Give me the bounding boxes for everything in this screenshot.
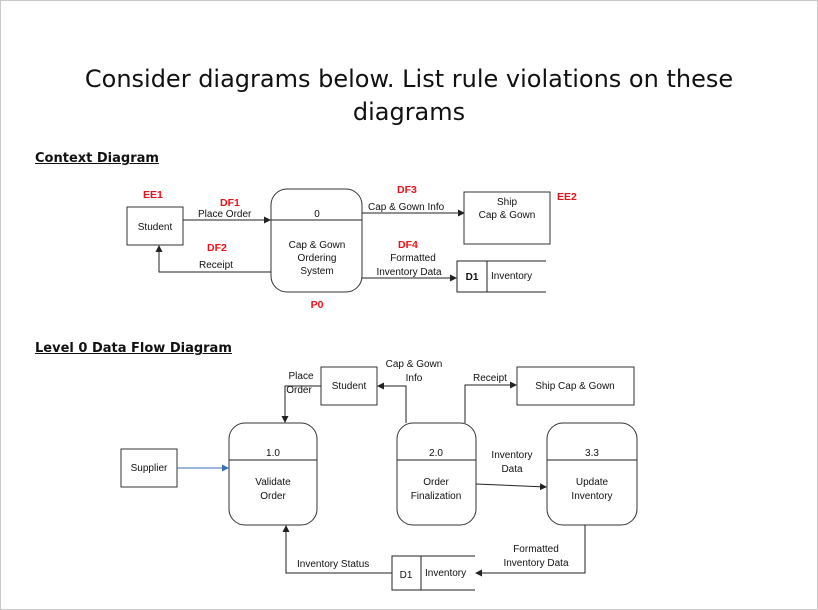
ee1-tag: EE1	[143, 189, 163, 201]
df2-tag: DF2	[207, 242, 227, 254]
context-student-label: Student	[138, 222, 173, 233]
level0-datastore-id: D1	[400, 570, 413, 581]
process-1-0-line-2: Order	[260, 491, 286, 502]
context-datastore-outline	[456, 260, 546, 293]
process-tag-p0: P0	[311, 299, 324, 311]
level0-diagram: Student Ship Cap & Gown Supplier 1.0 Val…	[120, 359, 638, 591]
process-2-0-line-1: Order	[423, 477, 449, 488]
process-1-0-line-1: Validate	[255, 477, 291, 488]
level0-ship-label: Ship Cap & Gown	[535, 381, 615, 392]
process-3-3	[546, 422, 638, 526]
flow-cap-gown-info-label-1: Cap & Gown	[386, 359, 443, 370]
context-process-p0	[270, 188, 363, 293]
process-3-3-line-1: Update	[576, 477, 609, 488]
flow-place-order-label-1: Place	[288, 371, 313, 382]
df4-tag: DF4	[398, 239, 418, 251]
flow-inventory-data-label-1: Inventory	[491, 450, 532, 461]
context-diagram-heading: Context Diagram	[35, 151, 159, 166]
flow-inventory-status-label: Inventory Status	[297, 559, 369, 570]
level0-datastore-name: Inventory	[425, 568, 466, 579]
flow-inventory-status-arrow	[282, 525, 392, 574]
context-process-number: 0	[314, 209, 320, 220]
df4-label-2: Inventory Data	[376, 267, 441, 278]
level0-diagram-heading: Level 0 Data Flow Diagram	[35, 341, 232, 356]
process-3-3-line-2: Inventory	[571, 491, 612, 502]
flow-cap-gown-info-arrow	[377, 382, 407, 423]
df2-arrow	[155, 245, 271, 273]
context-diagram: EE1 Student 0 Cap & Gown Ordering System…	[126, 184, 577, 311]
process-3-3-number: 3.3	[585, 448, 599, 459]
level0-supplier-label: Supplier	[131, 463, 168, 474]
flow-place-order-label-2: Order	[286, 385, 312, 396]
df1-label: Place Order	[198, 209, 252, 220]
level0-student-label: Student	[332, 381, 367, 392]
flow-formatted-label-1: Formatted	[513, 544, 559, 555]
process-2-0-number: 2.0	[429, 448, 443, 459]
context-process-line-3: System	[300, 266, 333, 277]
flow-place-order-arrow	[281, 385, 321, 423]
level0-student-entity	[320, 366, 378, 406]
context-process-line-2: Ordering	[298, 253, 337, 264]
slide-title-line-1: Consider diagrams below. List rule viola…	[84, 65, 734, 93]
df1-tag: DF1	[220, 197, 240, 209]
process-2-0-line-2: Finalization	[411, 491, 462, 502]
process-1-0	[228, 422, 318, 526]
level0-ship-entity	[516, 366, 635, 406]
process-2-0	[396, 422, 477, 526]
flow-formatted-arrow	[475, 525, 586, 577]
flow-cap-gown-info-label-2: Info	[406, 373, 423, 384]
df3-tag: DF3	[397, 184, 417, 196]
ee2-tag: EE2	[557, 191, 577, 203]
process-1-0-number: 1.0	[266, 448, 280, 459]
level0-supplier-entity	[120, 448, 178, 488]
flow-receipt-arrow	[464, 381, 517, 423]
slide-title: Consider diagrams below. List rule viola…	[31, 63, 787, 129]
context-ship-entity	[463, 191, 551, 245]
context-student-entity	[126, 206, 184, 246]
df3-label: Cap & Gown Info	[368, 202, 445, 213]
flow-inventory-data-arrow	[475, 483, 547, 491]
slide-title-line-2: diagrams	[352, 98, 466, 126]
context-ship-label-2: Cap & Gown	[479, 210, 536, 221]
flow-receipt-label: Receipt	[473, 373, 507, 384]
flow-inventory-data-label-2: Data	[501, 464, 523, 475]
context-datastore-name: Inventory	[491, 271, 532, 282]
df4-label-1: Formatted	[390, 253, 436, 264]
context-ship-label-1: Ship	[497, 197, 517, 208]
context-datastore-id: D1	[466, 272, 479, 283]
df2-label: Receipt	[199, 260, 233, 271]
flow-formatted-label-2: Inventory Data	[503, 558, 568, 569]
context-process-line-1: Cap & Gown	[289, 240, 346, 251]
